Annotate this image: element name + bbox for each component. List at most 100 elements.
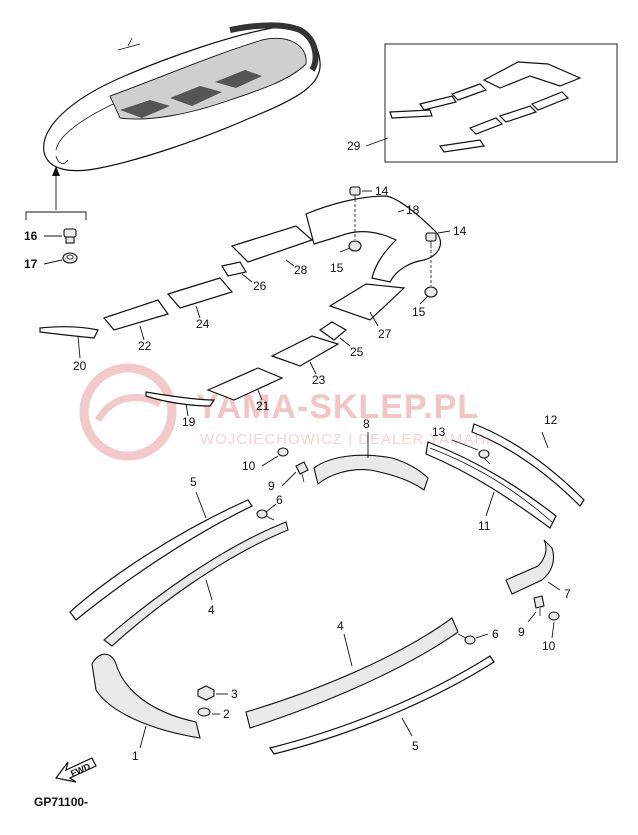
watermark-logo-swoosh <box>94 393 162 422</box>
callout-4b: 4 <box>337 619 344 633</box>
leader-10b <box>551 621 555 639</box>
part-3-nut <box>197 685 215 701</box>
part-17-nut <box>62 252 78 264</box>
leader-12 <box>541 431 549 449</box>
leader-5b <box>401 717 413 737</box>
part-11-rail <box>425 441 557 529</box>
leader-25 <box>339 337 351 347</box>
watercraft-illustration <box>43 22 321 172</box>
callout-2: 2 <box>223 707 230 721</box>
part-7-bracket <box>505 539 555 595</box>
deck-mat-area <box>109 38 307 120</box>
part-15-nut-a <box>348 240 362 252</box>
leader-21 <box>257 389 263 401</box>
leader-14b <box>437 230 451 234</box>
part-26-mat <box>221 261 247 277</box>
watermark: YAMA-SKLEP.PL WOJCIECHOWICZ | DEALER YAM… <box>79 363 497 461</box>
callout-25: 25 <box>350 345 364 359</box>
leader-20 <box>77 335 81 359</box>
part-11-rail-line <box>429 447 553 523</box>
callout-20: 20 <box>73 359 87 373</box>
part-15-nut-b <box>424 286 438 298</box>
part-14-bolt-a <box>349 186 361 202</box>
part-9-clip-b <box>533 595 545 616</box>
part-4-rail-b <box>245 617 459 729</box>
part-19-trim <box>145 391 216 407</box>
part-13-screw <box>478 449 491 465</box>
callout-14b: 14 <box>453 224 467 238</box>
fwd-label: FWD <box>69 761 92 779</box>
part-27-mat <box>328 283 406 321</box>
callout-29: 29 <box>347 139 361 153</box>
part-28-mat <box>230 225 314 263</box>
part-10-grommet-b <box>548 611 560 621</box>
callout-17: 17 <box>24 257 38 271</box>
part-4-rail-a <box>103 521 289 647</box>
bracket-16-17 <box>25 211 87 220</box>
callout-10b: 10 <box>542 639 556 653</box>
part-2-washer <box>197 707 211 717</box>
part-16-bolt <box>63 228 77 244</box>
part-5-rail-b <box>269 655 495 755</box>
callout-9b: 9 <box>518 625 525 639</box>
part-9-clip-a <box>295 461 309 483</box>
leader-17 <box>43 259 63 265</box>
leader-29 <box>365 137 389 147</box>
leader-19 <box>185 403 189 417</box>
callout-19: 19 <box>182 415 196 429</box>
callout-9a: 9 <box>268 479 275 493</box>
callout-5a: 5 <box>190 475 197 489</box>
part-6-screw-b <box>457 633 476 645</box>
part-21-mat <box>206 367 284 401</box>
part-23-mat <box>270 335 340 367</box>
part-14-bolt-b <box>425 232 437 248</box>
leader-1 <box>139 725 147 749</box>
callout-22: 22 <box>138 339 152 353</box>
leader-15b <box>419 295 429 305</box>
leader-arrow <box>52 166 60 176</box>
part-12-rail <box>471 423 585 507</box>
leader-9a <box>281 471 297 487</box>
callout-15a: 15 <box>330 261 344 275</box>
part-24-mat <box>166 277 234 309</box>
leader-26 <box>241 273 253 283</box>
part-6-screw-a <box>256 509 275 521</box>
callout-12: 12 <box>544 413 558 427</box>
callout-23: 23 <box>312 373 326 387</box>
callout-1: 1 <box>132 749 139 763</box>
leader-28 <box>285 259 295 267</box>
callout-7: 7 <box>564 587 571 601</box>
leader-13 <box>451 439 479 451</box>
watermark-logo <box>79 363 177 461</box>
handlebar <box>117 37 141 51</box>
leader-27 <box>369 311 379 327</box>
callout-4a: 4 <box>208 603 215 617</box>
callout-14a: 14 <box>375 184 389 198</box>
leader-22 <box>139 325 145 341</box>
watermark-subtitle: WOJCIECHOWICZ | DEALER YAMAHA <box>200 431 497 448</box>
diagram-code: GP71100- <box>34 795 88 809</box>
leader-24 <box>195 305 201 319</box>
callout-6a: 6 <box>276 493 283 507</box>
callout-11: 11 <box>478 519 491 533</box>
leader-4b <box>343 633 353 667</box>
part-1-bumper <box>91 653 201 739</box>
part-18-mat <box>305 195 441 283</box>
leader-6b <box>475 633 489 639</box>
callout-5b: 5 <box>412 739 419 753</box>
leader-23 <box>309 361 317 375</box>
inset-box <box>384 43 618 163</box>
leader-6a <box>265 503 277 513</box>
leader-9b <box>527 611 537 623</box>
callout-6b: 6 <box>492 627 499 641</box>
callout-21: 21 <box>256 399 270 413</box>
callout-24: 24 <box>196 317 210 331</box>
callout-13: 13 <box>432 425 446 439</box>
gunwale-stripe <box>229 22 319 72</box>
callout-26: 26 <box>253 279 267 293</box>
leader-7 <box>547 581 561 591</box>
callout-3: 3 <box>231 687 238 701</box>
part-5-rail-a <box>69 499 253 621</box>
leader-11 <box>485 491 495 517</box>
